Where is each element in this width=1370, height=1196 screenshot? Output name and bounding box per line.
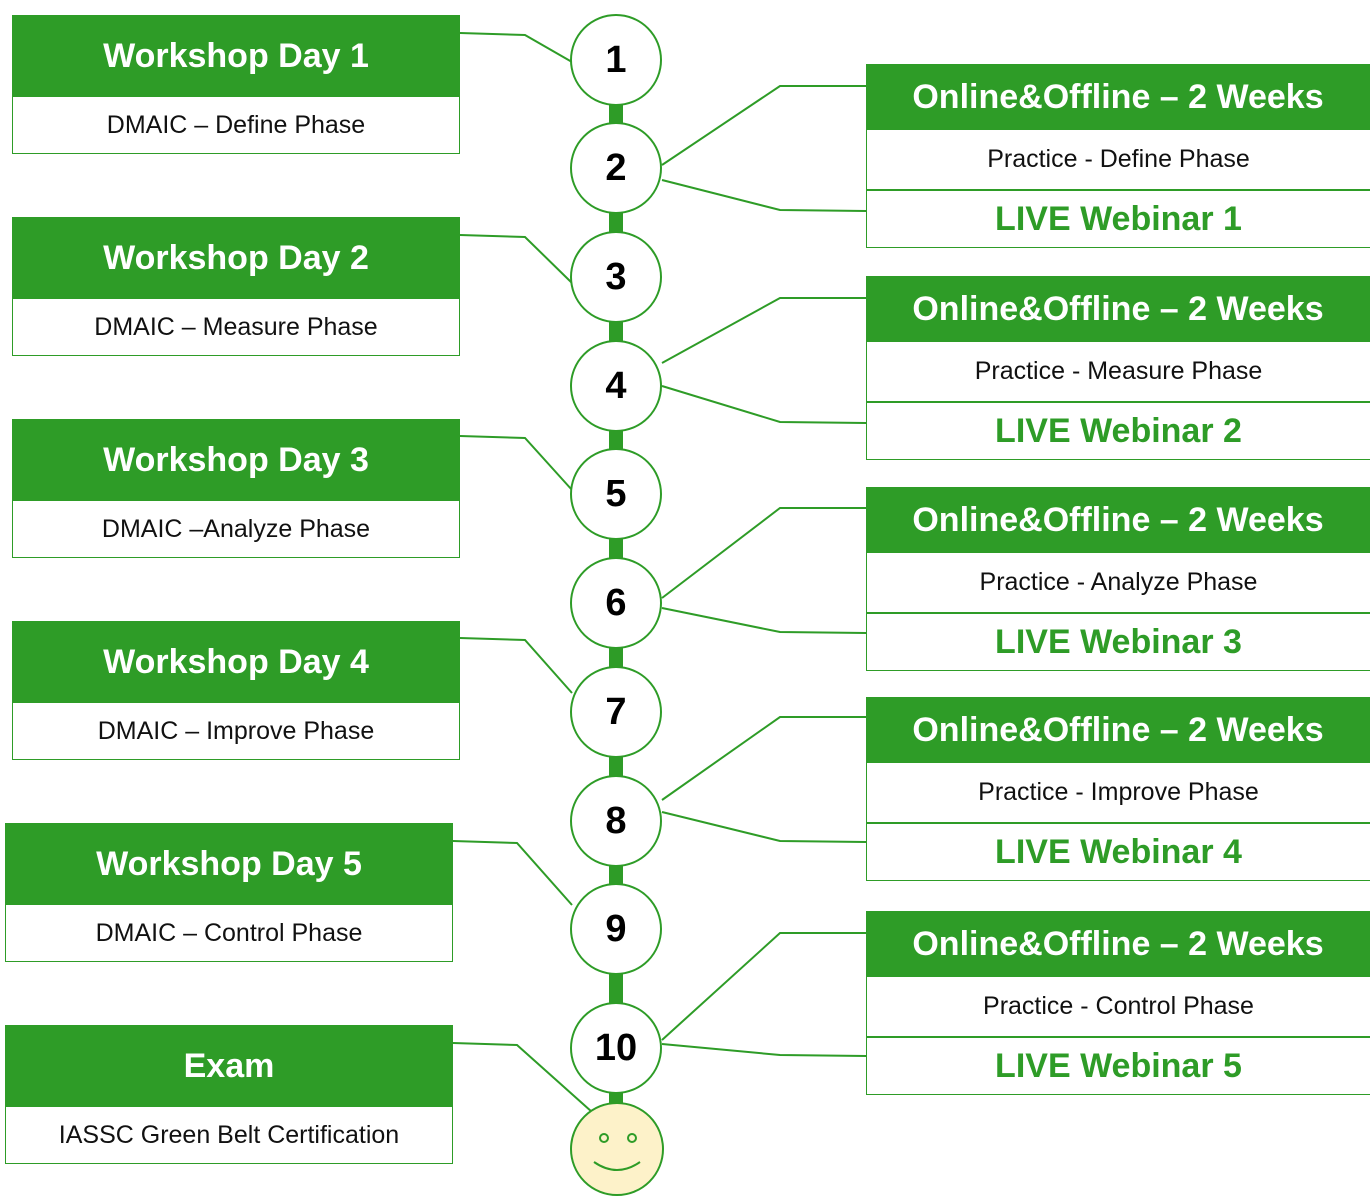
connector-online-1-bottom: [661, 179, 867, 212]
connector-online-2-top: [661, 297, 866, 364]
online-4-title: Online&Offline – 2 Weeks: [866, 697, 1370, 763]
step-circle-3: 3: [570, 231, 662, 323]
online-1-webinar: LIVE Webinar 1: [866, 190, 1370, 248]
step-circle-9: 9: [570, 883, 662, 975]
workshop-5-title: Workshop Day 5: [5, 823, 453, 905]
connector-workshop-1: [459, 32, 573, 63]
exam-title: Exam: [5, 1025, 453, 1107]
online-2-practice: Practice - Measure Phase: [866, 342, 1370, 402]
step-circle-6: 6: [570, 557, 662, 649]
online-4-practice: Practice - Improve Phase: [866, 763, 1370, 823]
connector-workshop-3: [459, 435, 573, 491]
online-3-webinar: LIVE Webinar 3: [866, 613, 1370, 671]
workshop-4-title: Workshop Day 4: [12, 621, 460, 703]
connector-online-4-top: [661, 716, 866, 801]
online-2-webinar: LIVE Webinar 2: [866, 402, 1370, 460]
connector-workshop-2: [459, 234, 573, 284]
connector-online-2-bottom: [661, 385, 867, 424]
online-5-title: Online&Offline – 2 Weeks: [866, 911, 1370, 977]
connector-online-5-top: [661, 932, 866, 1041]
workshop-2-subtitle: DMAIC – Measure Phase: [12, 299, 460, 356]
online-5-practice: Practice - Control Phase: [866, 977, 1370, 1037]
online-1-practice: Practice - Define Phase: [866, 130, 1370, 190]
online-4-webinar: LIVE Webinar 4: [866, 823, 1370, 881]
workshop-1-title: Workshop Day 1: [12, 15, 460, 97]
connector-online-1-top: [661, 85, 866, 166]
step-circle-8: 8: [570, 775, 662, 867]
online-3-title: Online&Offline – 2 Weeks: [866, 487, 1370, 553]
workshop-3-title: Workshop Day 3: [12, 419, 460, 501]
online-1-title: Online&Offline – 2 Weeks: [866, 64, 1370, 130]
workshop-3-subtitle: DMAIC –Analyze Phase: [12, 501, 460, 558]
step-circle-5: 5: [570, 448, 662, 540]
connector-online-4-bottom: [661, 811, 867, 843]
workshop-1-subtitle: DMAIC – Define Phase: [12, 97, 460, 154]
connector-exam: [452, 1042, 593, 1113]
step-circle-10: 10: [570, 1002, 662, 1094]
connector-online-3-top: [661, 507, 866, 599]
workshop-5-subtitle: DMAIC – Control Phase: [5, 905, 453, 962]
online-3-practice: Practice - Analyze Phase: [866, 553, 1370, 613]
step-circle-1: 1: [570, 14, 662, 106]
connector-online-5-bottom: [661, 1043, 867, 1057]
smiley-face-icon: [570, 1102, 664, 1196]
connector-workshop-5: [452, 840, 573, 906]
connector-workshop-4: [459, 637, 573, 694]
step-circle-2: 2: [570, 122, 662, 214]
step-circle-7: 7: [570, 666, 662, 758]
step-circle-4: 4: [570, 340, 662, 432]
workshop-4-subtitle: DMAIC – Improve Phase: [12, 703, 460, 760]
online-5-webinar: LIVE Webinar 5: [866, 1037, 1370, 1095]
connector-online-3-bottom: [661, 607, 867, 634]
online-2-title: Online&Offline – 2 Weeks: [866, 276, 1370, 342]
exam-subtitle: IASSC Green Belt Certification: [5, 1107, 453, 1164]
workshop-2-title: Workshop Day 2: [12, 217, 460, 299]
